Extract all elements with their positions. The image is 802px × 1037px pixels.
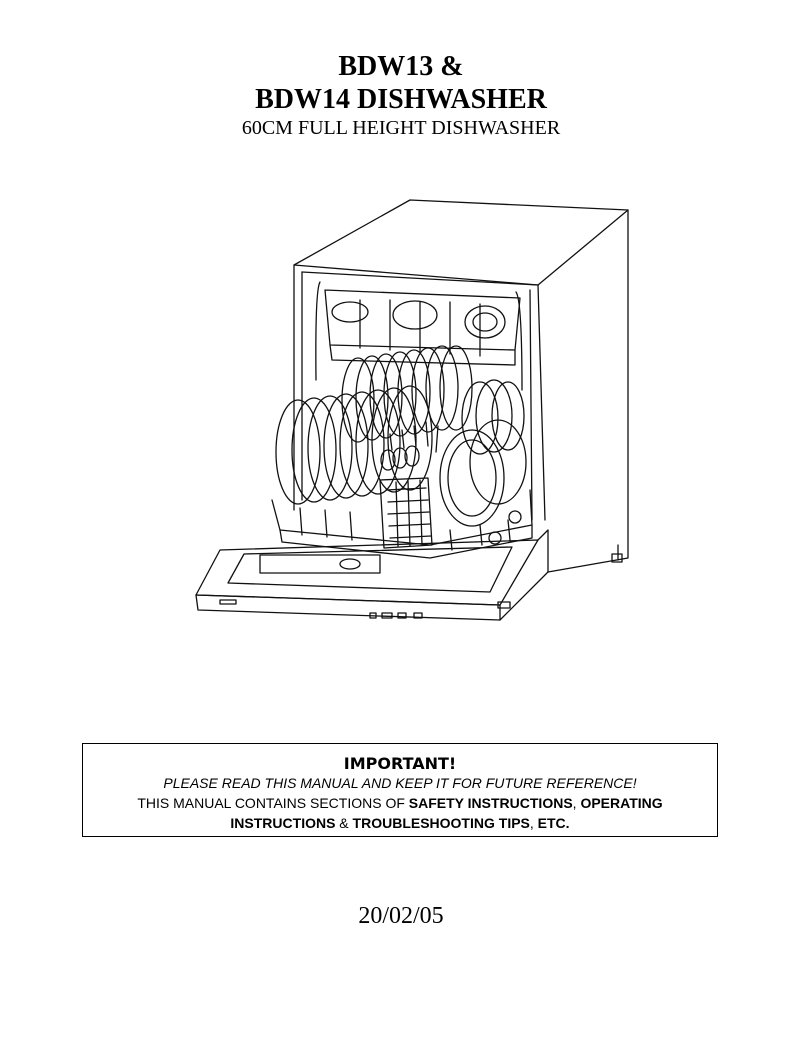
notice-line-3: INSTRUCTIONS & TROUBLESHOOTING TIPS, ETC… bbox=[83, 813, 717, 833]
notice-line-3-amp: & bbox=[335, 815, 353, 831]
dishwasher-illustration bbox=[195, 199, 629, 621]
title-model-line2: BDW14 DISHWASHER bbox=[255, 84, 547, 115]
notice-line-2-prefix: THIS MANUAL CONTAINS SECTIONS OF bbox=[137, 795, 409, 811]
document-date: 20/02/05 bbox=[358, 903, 444, 929]
notice-line-1: PLEASE READ THIS MANUAL AND KEEP IT FOR … bbox=[163, 775, 637, 791]
notice-etc: ETC. bbox=[537, 815, 570, 831]
notice-line-3-sep: , bbox=[529, 815, 538, 831]
subtitle: 60CM FULL HEIGHT DISHWASHER bbox=[241, 117, 561, 139]
notice-instructions: INSTRUCTIONS bbox=[230, 815, 336, 831]
title-model-line1: BDW13 & bbox=[338, 51, 464, 82]
notice-safety-instructions: SAFETY INSTRUCTIONS bbox=[408, 795, 573, 811]
notice-line-2: THIS MANUAL CONTAINS SECTIONS OF SAFETY … bbox=[83, 793, 717, 813]
notice-troubleshooting: TROUBLESHOOTING TIPS bbox=[352, 815, 530, 831]
notice-heading: IMPORTANT! bbox=[343, 754, 457, 773]
important-notice-box: IMPORTANT! PLEASE READ THIS MANUAL AND K… bbox=[82, 743, 718, 837]
notice-line-2-sep: , bbox=[572, 795, 581, 811]
notice-operating: OPERATING bbox=[580, 795, 663, 811]
